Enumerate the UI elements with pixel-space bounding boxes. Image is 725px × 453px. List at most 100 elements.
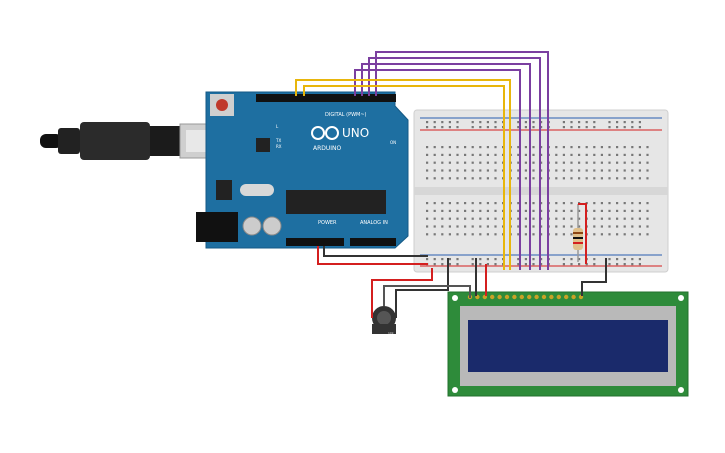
breadboard-hole[interactable] bbox=[570, 225, 573, 228]
breadboard-hole[interactable] bbox=[456, 146, 459, 149]
breadboard-hole[interactable] bbox=[585, 161, 588, 164]
breadboard-hole[interactable] bbox=[593, 263, 596, 266]
breadboard-hole[interactable] bbox=[524, 126, 527, 129]
breadboard-hole[interactable] bbox=[646, 146, 649, 149]
breadboard-hole[interactable] bbox=[593, 177, 596, 180]
breadboard-hole[interactable] bbox=[456, 233, 459, 236]
breadboard-hole[interactable] bbox=[517, 209, 520, 212]
breadboard-hole[interactable] bbox=[441, 126, 444, 129]
lcd-pin[interactable] bbox=[556, 294, 561, 300]
breadboard-hole[interactable] bbox=[486, 209, 489, 212]
breadboard-hole[interactable] bbox=[517, 121, 520, 124]
breadboard-hole[interactable] bbox=[524, 153, 527, 156]
breadboard-hole[interactable] bbox=[562, 217, 565, 220]
breadboard-hole[interactable] bbox=[479, 233, 482, 236]
breadboard-hole[interactable] bbox=[448, 225, 451, 228]
breadboard-hole[interactable] bbox=[486, 258, 489, 261]
breadboard-hole[interactable] bbox=[570, 153, 573, 156]
breadboard-hole[interactable] bbox=[448, 169, 451, 172]
breadboard-hole[interactable] bbox=[600, 225, 603, 228]
breadboard-hole[interactable] bbox=[578, 126, 581, 129]
breadboard-hole[interactable] bbox=[471, 209, 474, 212]
breadboard-hole[interactable] bbox=[532, 233, 535, 236]
breadboard-hole[interactable] bbox=[494, 146, 497, 149]
breadboard-hole[interactable] bbox=[608, 153, 611, 156]
lcd-pin[interactable] bbox=[504, 294, 510, 300]
breadboard-hole[interactable] bbox=[441, 258, 444, 261]
breadboard-hole[interactable] bbox=[570, 263, 573, 266]
analog-header[interactable] bbox=[350, 238, 396, 246]
breadboard-hole[interactable] bbox=[646, 161, 649, 164]
breadboard-hole[interactable] bbox=[631, 233, 634, 236]
breadboard-hole[interactable] bbox=[555, 146, 558, 149]
breadboard-hole[interactable] bbox=[631, 169, 634, 172]
breadboard-hole[interactable] bbox=[517, 233, 520, 236]
breadboard-hole[interactable] bbox=[532, 153, 535, 156]
breadboard-hole[interactable] bbox=[593, 153, 596, 156]
breadboard-hole[interactable] bbox=[532, 263, 535, 266]
breadboard-hole[interactable] bbox=[494, 258, 497, 261]
breadboard-hole[interactable] bbox=[517, 177, 520, 180]
breadboard-hole[interactable] bbox=[433, 233, 436, 236]
lcd-pin[interactable] bbox=[571, 294, 576, 300]
breadboard-hole[interactable] bbox=[555, 233, 558, 236]
breadboard-hole[interactable] bbox=[562, 146, 565, 149]
breadboard-hole[interactable] bbox=[570, 161, 573, 164]
breadboard-hole[interactable] bbox=[426, 153, 429, 156]
breadboard-hole[interactable] bbox=[562, 258, 565, 261]
breadboard-hole[interactable] bbox=[441, 209, 444, 212]
breadboard-hole[interactable] bbox=[638, 258, 641, 261]
breadboard-hole[interactable] bbox=[540, 161, 543, 164]
breadboard-hole[interactable] bbox=[570, 169, 573, 172]
breadboard-hole[interactable] bbox=[517, 217, 520, 220]
breadboard-hole[interactable] bbox=[486, 161, 489, 164]
breadboard-hole[interactable] bbox=[433, 121, 436, 124]
breadboard-hole[interactable] bbox=[638, 217, 641, 220]
breadboard-hole[interactable] bbox=[616, 263, 619, 266]
breadboard-hole[interactable] bbox=[608, 146, 611, 149]
breadboard-hole[interactable] bbox=[578, 161, 581, 164]
breadboard-hole[interactable] bbox=[494, 209, 497, 212]
breadboard-hole[interactable] bbox=[479, 263, 482, 266]
lcd-pin[interactable] bbox=[527, 294, 532, 300]
breadboard-hole[interactable] bbox=[578, 263, 581, 266]
breadboard-hole[interactable] bbox=[426, 217, 429, 220]
breadboard-hole[interactable] bbox=[464, 169, 467, 172]
breadboard-hole[interactable] bbox=[456, 161, 459, 164]
breadboard-hole[interactable] bbox=[441, 225, 444, 228]
breadboard-hole[interactable] bbox=[433, 146, 436, 149]
breadboard-hole[interactable] bbox=[616, 153, 619, 156]
breadboard-hole[interactable] bbox=[479, 258, 482, 261]
breadboard-hole[interactable] bbox=[426, 233, 429, 236]
breadboard-hole[interactable] bbox=[600, 217, 603, 220]
digital-header[interactable] bbox=[256, 94, 396, 102]
breadboard-hole[interactable] bbox=[524, 233, 527, 236]
breadboard-hole[interactable] bbox=[540, 217, 543, 220]
breadboard-hole[interactable] bbox=[631, 121, 634, 124]
breadboard-hole[interactable] bbox=[441, 161, 444, 164]
breadboard-hole[interactable] bbox=[623, 126, 626, 129]
breadboard-hole[interactable] bbox=[540, 121, 543, 124]
breadboard-hole[interactable] bbox=[479, 153, 482, 156]
breadboard-hole[interactable] bbox=[517, 258, 520, 261]
breadboard-hole[interactable] bbox=[517, 263, 520, 266]
breadboard-hole[interactable] bbox=[524, 258, 527, 261]
breadboard-hole[interactable] bbox=[555, 161, 558, 164]
breadboard-hole[interactable] bbox=[441, 263, 444, 266]
breadboard-hole[interactable] bbox=[441, 146, 444, 149]
breadboard-hole[interactable] bbox=[426, 209, 429, 212]
breadboard-hole[interactable] bbox=[479, 121, 482, 124]
breadboard-hole[interactable] bbox=[570, 146, 573, 149]
breadboard-hole[interactable] bbox=[456, 169, 459, 172]
breadboard-hole[interactable] bbox=[441, 202, 444, 205]
breadboard-hole[interactable] bbox=[479, 217, 482, 220]
breadboard-hole[interactable] bbox=[608, 202, 611, 205]
breadboard-hole[interactable] bbox=[464, 209, 467, 212]
breadboard-hole[interactable] bbox=[562, 161, 565, 164]
breadboard-hole[interactable] bbox=[593, 202, 596, 205]
breadboard-hole[interactable] bbox=[578, 258, 581, 261]
breadboard-hole[interactable] bbox=[471, 169, 474, 172]
breadboard-hole[interactable] bbox=[426, 225, 429, 228]
breadboard-hole[interactable] bbox=[494, 177, 497, 180]
breadboard-hole[interactable] bbox=[638, 169, 641, 172]
